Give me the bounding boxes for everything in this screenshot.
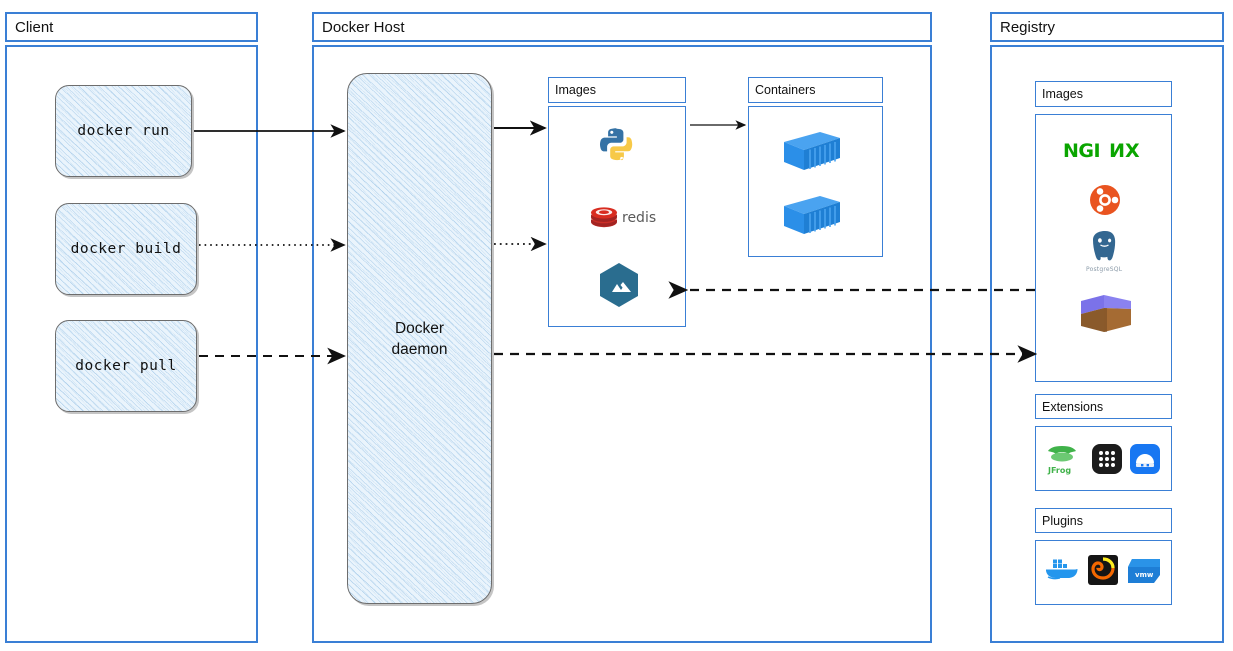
package-box-icon (1078, 289, 1134, 335)
jfrog-icon: JFrog (1044, 443, 1080, 477)
docker-daemon-label: Docker daemon (391, 318, 447, 360)
daemon-line-2: daemon (391, 340, 448, 358)
daemon-line-1: Docker (394, 319, 445, 337)
registry-extensions-header: Extensions (1035, 394, 1172, 419)
container-icon (780, 128, 844, 174)
registry-images-header: Images (1035, 81, 1172, 107)
panel-header-client: Client (5, 12, 258, 42)
host-images-header: Images (548, 77, 686, 103)
command-box-docker-build[interactable]: docker build (55, 203, 197, 295)
python-icon (597, 125, 637, 165)
docker-whale-icon (1044, 557, 1080, 585)
svg-text:redis: redis (622, 210, 656, 226)
container-icon (780, 192, 844, 238)
command-label: docker run (77, 123, 170, 139)
blue-extension-icon (1130, 444, 1160, 474)
panel-header-host: Docker Host (312, 12, 932, 42)
svg-text:JFrog: JFrog (1047, 466, 1071, 475)
docker-daemon-box[interactable]: Docker daemon (347, 73, 492, 604)
ubuntu-icon (1089, 184, 1121, 216)
host-containers-title: Containers (755, 83, 816, 97)
registry-plugins-header: Plugins (1035, 508, 1172, 533)
redis-icon: redis (590, 203, 660, 231)
svg-text:PostgreSQL: PostgreSQL (1086, 266, 1123, 273)
host-containers-header: Containers (748, 77, 883, 103)
svg-text:X: X (1125, 140, 1140, 162)
host-containers-body (748, 106, 883, 257)
panel-header-registry: Registry (990, 12, 1224, 42)
registry-plugins-title: Plugins (1042, 513, 1083, 528)
command-box-docker-pull[interactable]: docker pull (55, 320, 197, 412)
registry-extensions-title: Extensions (1042, 399, 1104, 414)
command-label: docker pull (75, 358, 177, 374)
vmware-icon: vmw (1126, 557, 1164, 585)
command-label: docker build (70, 241, 182, 257)
alpine-icon (597, 262, 641, 308)
panel-title-registry: Registry (1000, 18, 1056, 36)
panel-title-client: Client (15, 18, 54, 36)
registry-images-title: Images (1042, 87, 1083, 101)
grid-apps-icon (1092, 444, 1122, 474)
grafana-icon (1088, 555, 1118, 585)
panel-title-host: Docker Host (322, 18, 405, 36)
svg-text:N: N (1110, 140, 1125, 162)
svg-text:NGI: NGI (1063, 140, 1100, 162)
nginx-icon: NGI N X (1063, 138, 1145, 164)
postgresql-icon: PostgreSQL (1085, 228, 1125, 274)
host-images-title: Images (555, 83, 596, 97)
command-box-docker-run[interactable]: docker run (55, 85, 192, 177)
svg-text:vmw: vmw (1135, 571, 1154, 579)
